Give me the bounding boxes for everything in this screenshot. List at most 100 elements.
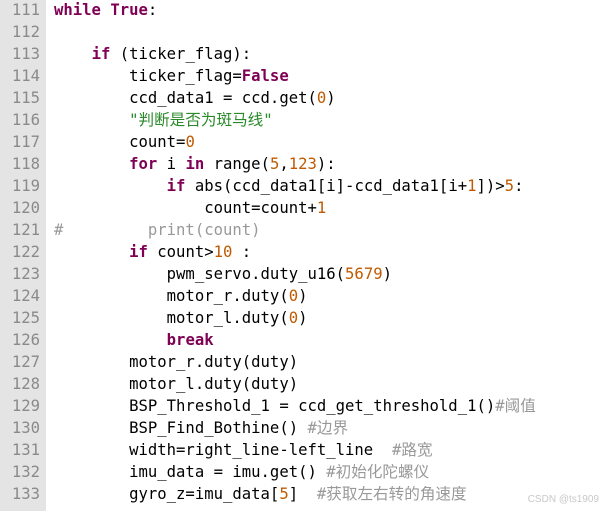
plain-token: motor_r.duty(duty): [54, 353, 299, 371]
str-token: "判断是否为斑马线": [129, 111, 273, 129]
line-number: 126: [11, 331, 40, 349]
num-token: 0: [288, 287, 299, 305]
plain-token: [54, 111, 129, 129]
plain-token: motor_l.duty(duty): [54, 375, 299, 393]
kw-token: if: [129, 243, 148, 261]
code-text: motor_l.duty(0): [54, 307, 308, 329]
kw-token: while True: [54, 1, 148, 19]
plain-token: ,: [279, 155, 289, 173]
num-token: 0: [288, 309, 299, 327]
plain-token: i: [157, 155, 186, 173]
plain-token: ): [298, 287, 308, 305]
kw-token: for: [129, 155, 158, 173]
plain-token: abs(ccd_data1[i]-ccd_data1[i+: [185, 177, 468, 195]
line-number: 133: [11, 485, 40, 503]
line-number: 129: [11, 397, 40, 415]
plain-token: :: [147, 1, 158, 19]
code-text: ccd_data1 = ccd.get(0): [54, 87, 336, 109]
line-number: 116: [11, 111, 40, 129]
plain-token: [54, 177, 167, 195]
code-text: width=right_line-left_line #路宽: [54, 439, 433, 461]
line-number: 119: [11, 177, 40, 195]
plain-token: [54, 45, 92, 63]
plain-token: :: [514, 177, 524, 195]
plain-token: motor_l.duty(: [54, 309, 289, 327]
kw-token: in: [185, 155, 205, 173]
plain-token: (ticker_flag):: [110, 45, 252, 63]
line-number: 111: [11, 1, 40, 19]
cm-token: #路宽: [391, 441, 433, 459]
kw-token: if: [91, 45, 111, 63]
code-text: if count>10 :: [54, 241, 251, 263]
cm-token: #获取左右转的角速度: [316, 485, 467, 503]
code-text: count=count+1: [54, 197, 326, 219]
plain-token: count=: [54, 133, 186, 151]
plain-token: ):: [316, 155, 336, 173]
plain-token: BSP_Threshold_1 = ccd_get_threshold_1(): [54, 397, 496, 415]
code-text: motor_l.duty(duty): [54, 373, 298, 395]
line-number: 123: [11, 265, 40, 283]
kw-token: break: [166, 331, 214, 349]
num-token: 123: [288, 155, 317, 173]
cm-token: #初始化陀螺仪: [326, 463, 430, 481]
line-number: 120: [11, 199, 40, 217]
num-token: 10: [213, 243, 233, 261]
line-number: 130: [11, 419, 40, 437]
plain-token: range(: [204, 155, 270, 173]
code-text: motor_r.duty(0): [54, 285, 308, 307]
num-token: 5679: [345, 265, 383, 283]
line-number: 121: [11, 221, 40, 239]
line-number: 115: [11, 89, 40, 107]
code-text: ticker_flag=False: [54, 65, 289, 87]
line-number: 132: [11, 463, 40, 481]
code-text: BSP_Threshold_1 = ccd_get_threshold_1()#…: [54, 395, 536, 417]
plain-token: [54, 331, 167, 349]
plain-token: motor_r.duty(: [54, 287, 289, 305]
plain-token: imu_data = imu.get(): [54, 463, 327, 481]
plain-token: :: [232, 243, 252, 261]
code-text: while True:: [54, 0, 157, 21]
line-number: 113: [11, 45, 40, 63]
plain-token: ccd_data1 = ccd.get(: [54, 89, 317, 107]
plain-token: pwm_servo.duty_u16(: [54, 265, 346, 283]
line-number: 117: [11, 133, 40, 151]
plain-token: [54, 155, 129, 173]
code-text: BSP_Find_Bothine() #边界: [54, 417, 348, 439]
num-token: 1: [316, 199, 327, 217]
code-text: # print(count): [54, 219, 261, 241]
plain-token: ): [326, 89, 336, 107]
plain-token: gyro_z=imu_data[: [54, 485, 280, 503]
line-number: 131: [11, 441, 40, 459]
num-token: 5: [279, 485, 289, 503]
plain-token: count>: [147, 243, 214, 261]
cm-token: # print(count): [54, 221, 261, 239]
plain-token: ]: [288, 485, 317, 503]
line-number-gutter: [0, 0, 46, 511]
line-number: 124: [11, 287, 40, 305]
cm-token: #边界: [307, 419, 349, 437]
plain-token: ): [298, 309, 308, 327]
num-token: 0: [185, 133, 195, 151]
kw-token: if: [166, 177, 186, 195]
line-number: 125: [11, 309, 40, 327]
code-text: break: [54, 329, 214, 351]
cm-token: #阈值: [495, 397, 536, 415]
num-token: 5: [504, 177, 515, 195]
num-token: 5: [269, 155, 280, 173]
line-number: 114: [11, 67, 40, 85]
code-text: for i in range(5,123):: [54, 153, 336, 175]
code-text: if (ticker_flag):: [54, 43, 252, 65]
plain-token: count=count+: [54, 199, 317, 217]
line-number: 127: [11, 353, 40, 371]
plain-token: BSP_Find_Bothine(): [54, 419, 308, 437]
line-number: 118: [11, 155, 40, 173]
code-text: count=0: [54, 131, 195, 153]
line-number: 128: [11, 375, 40, 393]
line-number: 122: [11, 243, 40, 261]
code-text: pwm_servo.duty_u16(5679): [54, 263, 392, 285]
code-text: imu_data = imu.get() #初始化陀螺仪: [54, 461, 429, 483]
plain-token: [54, 243, 129, 261]
line-number: 112: [11, 23, 40, 41]
code-text: "判断是否为斑马线": [54, 109, 273, 131]
code-text: motor_r.duty(duty): [54, 351, 298, 373]
